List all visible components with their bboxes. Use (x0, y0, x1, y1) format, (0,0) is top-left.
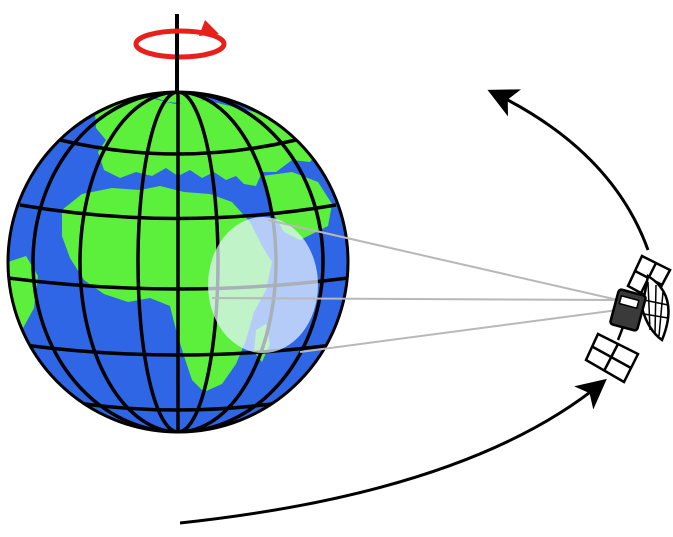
satellite-icon (586, 256, 670, 382)
solar-panel-lower (586, 334, 638, 382)
orbit-arrow-upper (492, 92, 648, 250)
satellite-body (610, 289, 646, 331)
rotation-arrow-icon (136, 20, 224, 92)
coverage-footprint (208, 217, 318, 353)
